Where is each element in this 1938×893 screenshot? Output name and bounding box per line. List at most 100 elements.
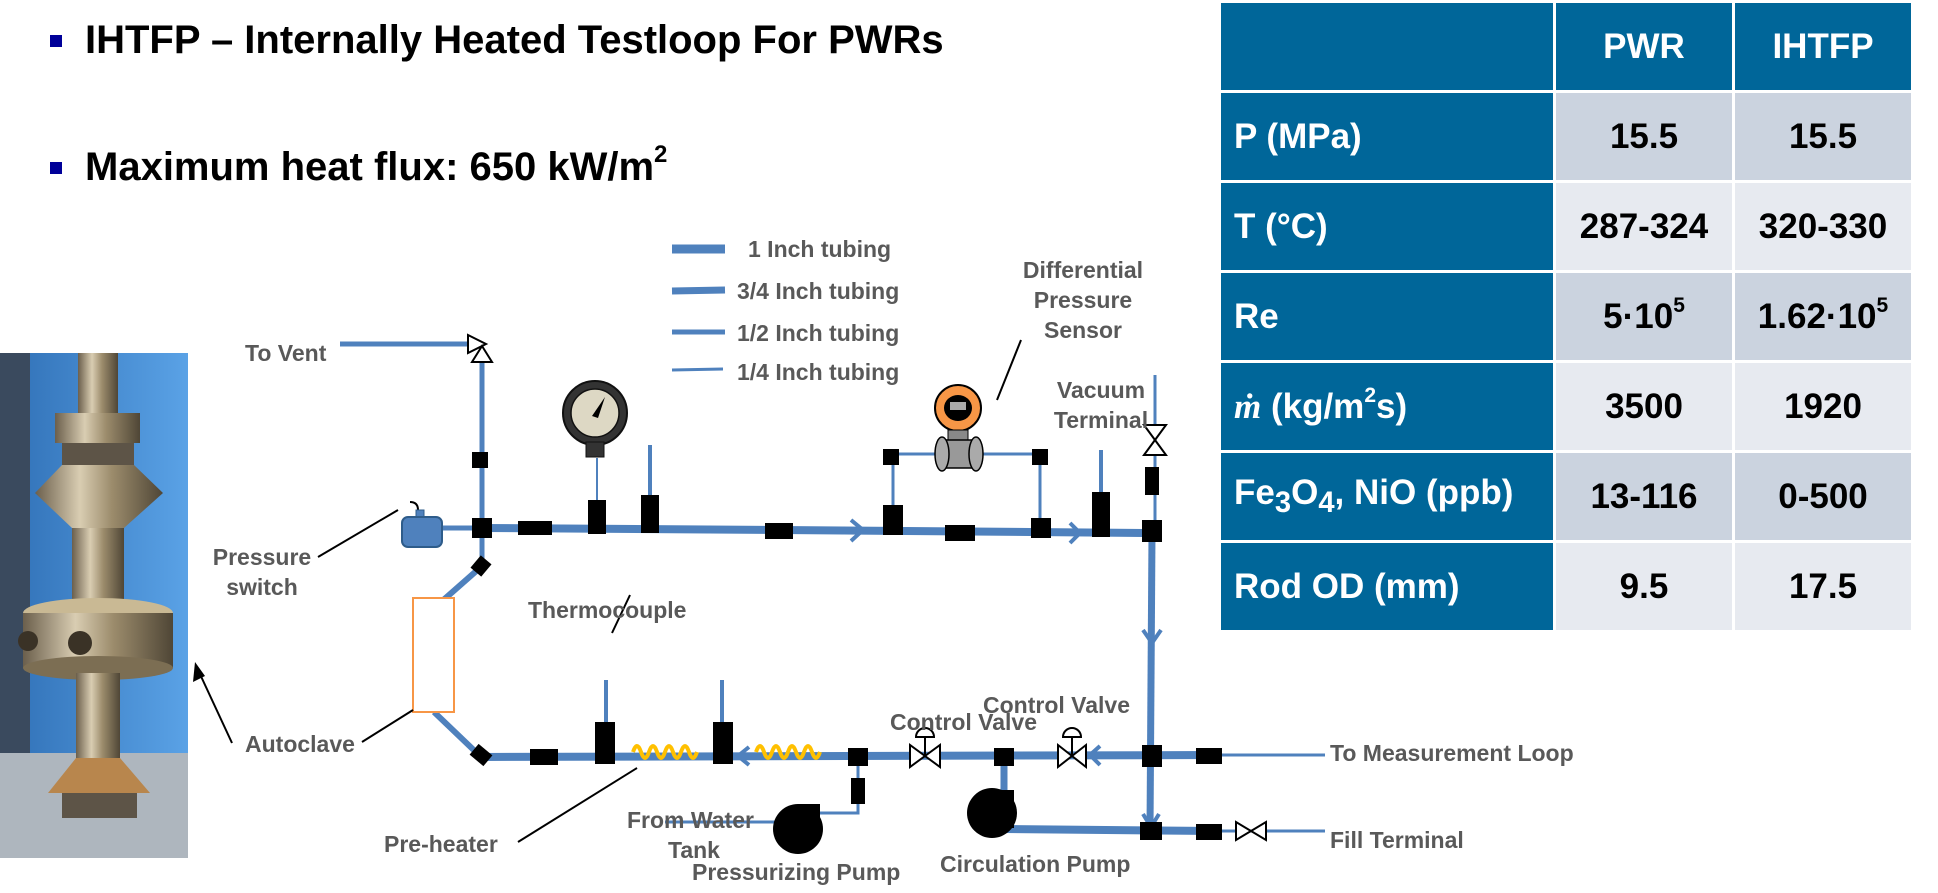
- union-fitting-icon: [518, 521, 552, 535]
- cross-fitting-icon: [472, 518, 492, 538]
- fittings: [469, 449, 1222, 840]
- bullet-heat-flux: Maximum heat flux: 650 kW/m2: [50, 143, 667, 190]
- union-fitting-icon: [765, 523, 793, 539]
- row-label-part: (kg/m: [1261, 386, 1365, 426]
- tee-fitting-icon: [1140, 822, 1162, 840]
- label-circulation-pump: Circulation Pump: [940, 851, 1130, 877]
- pressure-switch-icon: [401, 501, 443, 548]
- label-from-water-tank: Tank: [668, 837, 720, 863]
- label-dp-sensor: Differential: [1023, 257, 1143, 283]
- tee-fitting-icon: [595, 722, 615, 764]
- pipe-circulation-discharge: [1004, 825, 1216, 835]
- vent-relief-valve-icon: [467, 333, 494, 363]
- label-pressurizing-pump: Pressurizing Pump: [692, 859, 900, 885]
- label-vacuum-terminal: Terminal: [1054, 407, 1148, 433]
- tee-fitting-icon: [883, 505, 903, 535]
- fitting-icon: [1145, 467, 1159, 495]
- fill-valve-icon: [1235, 820, 1267, 842]
- heater-coil-icon: [631, 744, 699, 760]
- re-exponent: 5: [1673, 293, 1685, 317]
- tee-fitting-icon: [848, 748, 868, 766]
- comparison-table: PWR IHTFP P (MPa) 15.5 15.5 T (°C) 287-3…: [1218, 0, 1914, 633]
- heater-coil-icon: [754, 744, 822, 760]
- label-to-vent: To Vent: [245, 340, 327, 366]
- tee-fitting-icon: [1031, 518, 1051, 538]
- union-fitting-icon: [1196, 748, 1222, 764]
- control-valve-2-icon: [1057, 727, 1087, 770]
- pressurizing-pump-icon: [773, 804, 823, 854]
- circulation-pump-icon: [967, 788, 1017, 838]
- cell-ihtfp: 17.5: [1735, 543, 1911, 630]
- bullet-square-icon: [50, 34, 62, 47]
- pipe-bottom-main: [479, 751, 1216, 761]
- flow-arrow-icon: [1087, 744, 1102, 767]
- label-control-valve: Control Valve: [890, 709, 1037, 735]
- tee-fitting-icon: [1092, 492, 1110, 537]
- label-autoclave: Autoclave: [245, 731, 355, 757]
- fitting-icon: [851, 778, 865, 804]
- leader-dp-sensor: [996, 339, 1022, 401]
- tee-fitting-icon: [713, 722, 733, 764]
- tee-fitting-icon: [641, 495, 659, 533]
- label-pressure-switch: switch: [226, 574, 298, 600]
- tee-fitting-icon: [588, 500, 606, 534]
- pre-heater-coils: [631, 744, 822, 760]
- leader-autoclave: [361, 709, 414, 743]
- cell-pwr: 9.5: [1556, 543, 1732, 630]
- row-label-part: s): [1376, 386, 1408, 426]
- pipe-autoclave-bottom: [431, 709, 483, 759]
- table-row: P (MPa) 15.5 15.5: [1221, 93, 1911, 180]
- legend-swatch-3-4-inch: [671, 286, 726, 295]
- flow-arrow-icon: [1068, 521, 1083, 545]
- cell-pwr: 5·105: [1556, 273, 1732, 360]
- tubing-legend: 1 Inch tubing 3/4 Inch tubing 1/2 Inch t…: [671, 236, 899, 385]
- label-dp-sensor: Pressure: [1034, 287, 1132, 313]
- label-thermocouple: Thermocouple: [528, 597, 686, 623]
- heat-flux-main: Maximum heat flux: 650 kW/m: [85, 145, 655, 189]
- elbow-fitting-icon: [470, 555, 492, 577]
- cell-ihtfp: 15.5: [1735, 93, 1911, 180]
- table-row: T (°C) 287-324 320-330: [1221, 183, 1911, 270]
- flow-arrow-icon: [734, 745, 751, 767]
- bullet-square-icon: [50, 161, 62, 174]
- legend-label-1-inch: 1 Inch tubing: [748, 236, 891, 262]
- label-pre-heater: Pre-heater: [384, 831, 498, 857]
- pipe-pressurizing-pump: [818, 757, 860, 815]
- bullet-title-text: IHTFP – Internally Heated Testloop For P…: [85, 18, 944, 62]
- label-vacuum-terminal: Vacuum: [1057, 377, 1145, 403]
- row-label: ṁ (kg/m2s): [1221, 363, 1553, 450]
- row-label: Re: [1221, 273, 1553, 360]
- cell-pwr: 287-324: [1556, 183, 1732, 270]
- table-row: Re 5·105 1.62·105: [1221, 273, 1911, 360]
- label-to-measurement-loop: To Measurement Loop: [1330, 740, 1574, 766]
- pressure-gauge-icon: [562, 380, 628, 458]
- leader-pressure-switch: [317, 509, 399, 558]
- cross-fitting-icon: [1142, 745, 1162, 767]
- row-label: P (MPa): [1221, 93, 1553, 180]
- flow-arrow-icon: [1141, 628, 1163, 647]
- legend-swatch-1-4-inch: [671, 367, 724, 372]
- tee-fitting-icon: [994, 748, 1014, 766]
- table-header-row: PWR IHTFP: [1221, 3, 1911, 90]
- cell-ihtfp: 1.62·105: [1735, 273, 1911, 360]
- pipe-downcomer: [1146, 532, 1156, 831]
- row-label: T (°C): [1221, 183, 1553, 270]
- cell-pwr: 15.5: [1556, 93, 1732, 180]
- vacuum-valve-icon: [1142, 424, 1168, 456]
- legend-label-1-4-inch: 1/4 Inch tubing: [737, 359, 899, 385]
- re-base: 5·10: [1603, 296, 1674, 336]
- autoclave-photo: [0, 353, 188, 858]
- leader-photo-autoclave: [198, 671, 233, 744]
- table-row: ṁ (kg/m2s) 3500 1920: [1221, 363, 1911, 450]
- flow-arrow-icon: [849, 518, 867, 543]
- elbow-fitting-icon: [883, 449, 899, 465]
- row-label-part: , NiO (ppb): [1334, 473, 1514, 512]
- label-from-water-tank: From Water: [627, 807, 754, 833]
- union-fitting-icon: [530, 749, 558, 765]
- row-label-part: O: [1291, 473, 1319, 512]
- elbow-fitting-icon: [469, 743, 493, 767]
- label-control-valve: Control Valve: [983, 692, 1130, 718]
- elbow-fitting-icon: [1032, 449, 1048, 465]
- column-header-pwr: PWR: [1556, 3, 1732, 90]
- column-header-ihtfp: IHTFP: [1735, 3, 1911, 90]
